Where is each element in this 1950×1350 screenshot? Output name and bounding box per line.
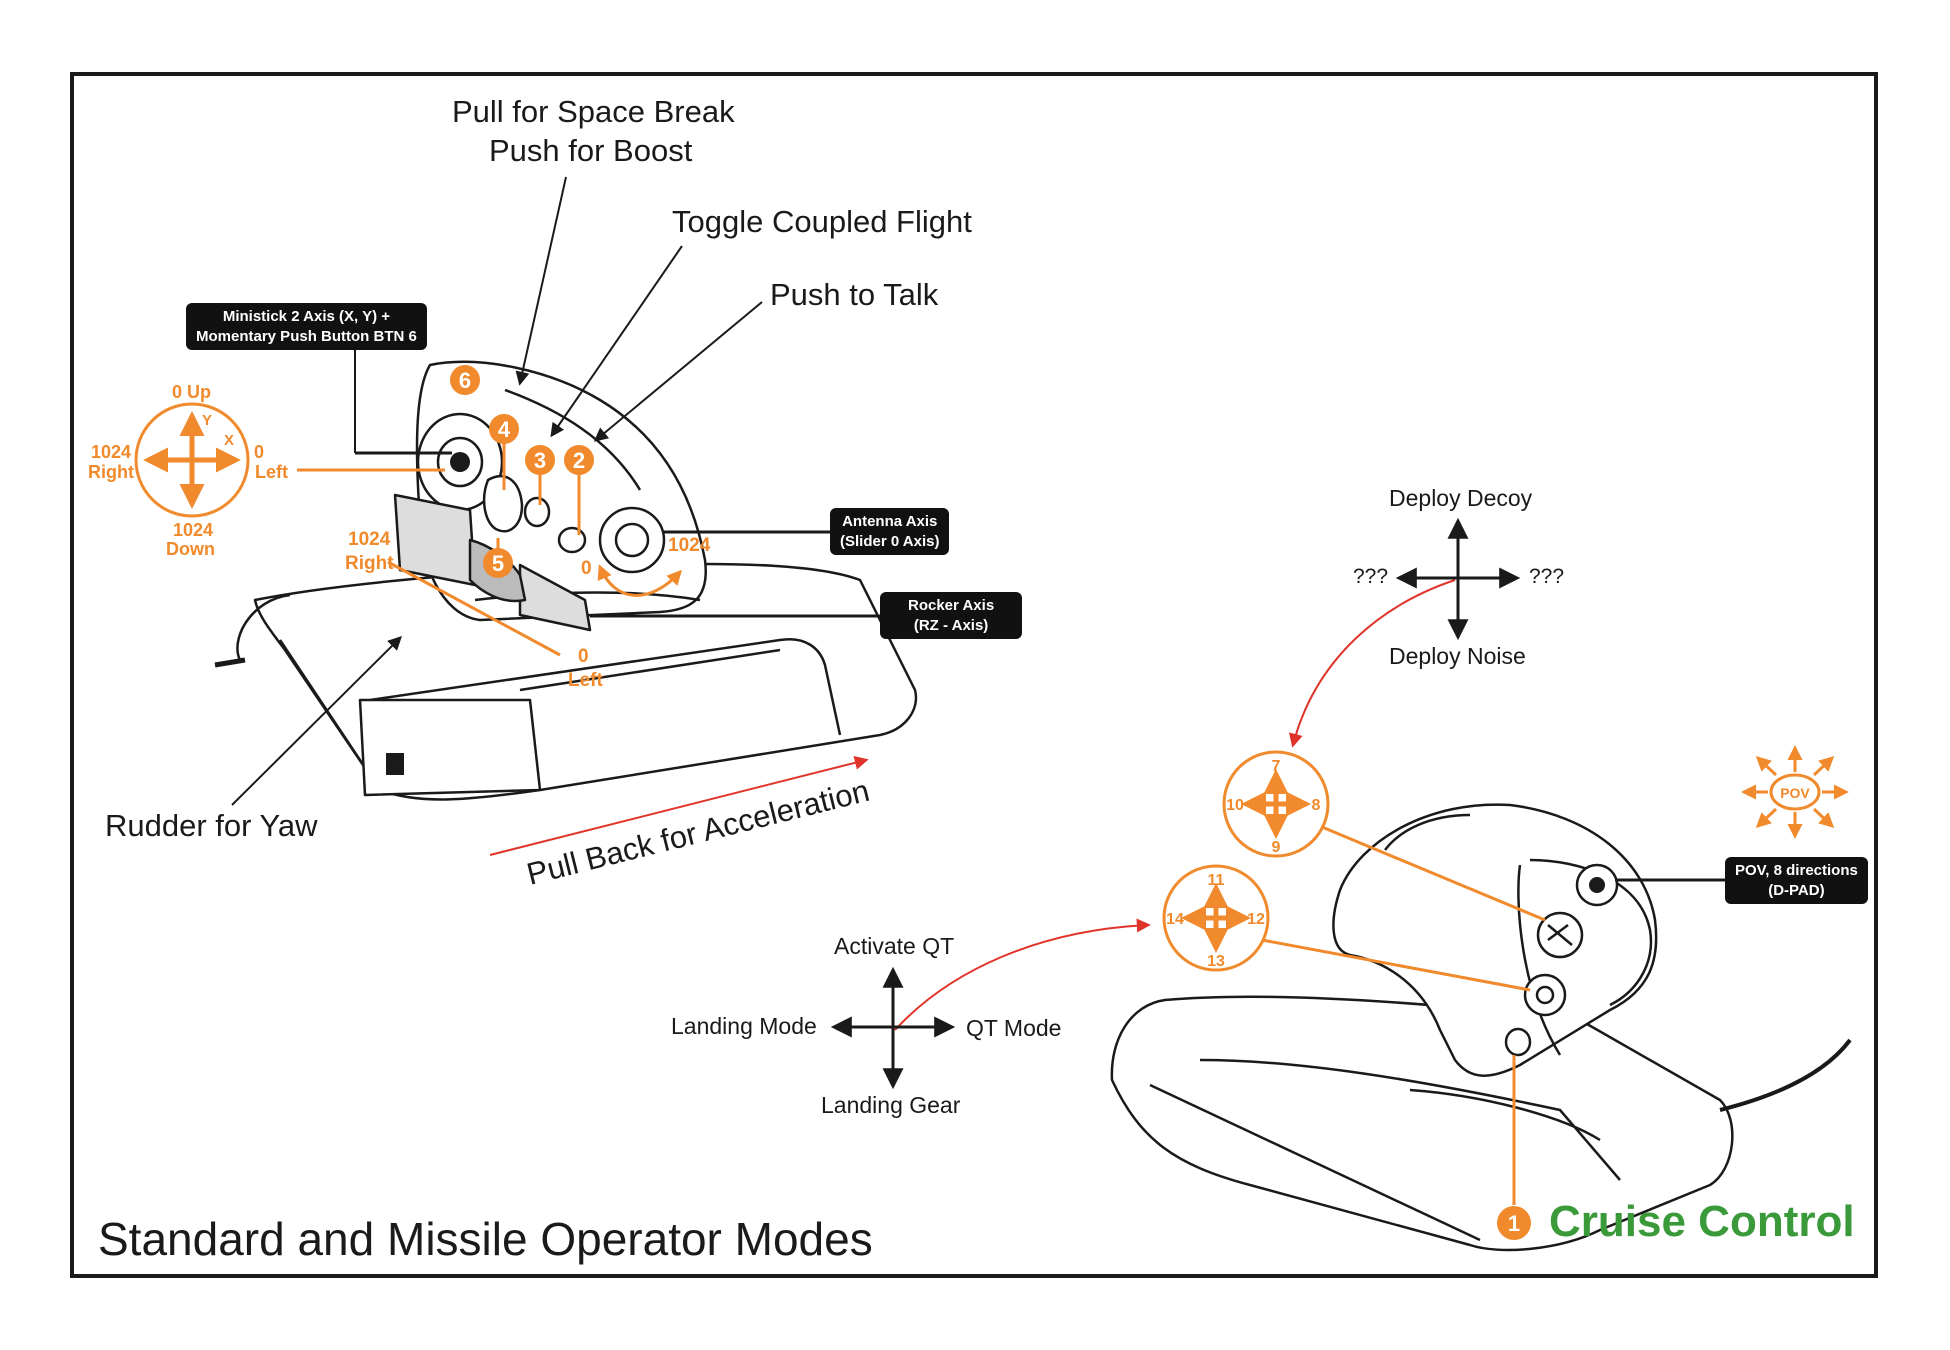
number-badges: 6 4 3 2 5 1 <box>450 365 1531 1240</box>
hat-diagram-lower <box>1162 864 1270 972</box>
ministick-down-label: Down <box>166 539 215 559</box>
hat-lower-right: 12 <box>1247 911 1265 928</box>
deploy-noise-label: Deploy Noise <box>1389 643 1526 669</box>
stick-drawing <box>1110 803 1852 1252</box>
badge-3-text: 3 <box>534 448 546 473</box>
deploy-left-label: ??? <box>1353 565 1389 588</box>
pov-tag-line-2: (D-PAD) <box>1768 881 1825 899</box>
deploy-cross <box>1395 517 1521 641</box>
badge-3 <box>525 445 555 475</box>
ministick-left-value: 0 <box>254 442 265 462</box>
pov-tag-line-1: POV, 8 directions <box>1735 862 1858 879</box>
ministick-right-value: 1024 <box>91 442 132 462</box>
ministick-right-label: Right <box>88 462 134 482</box>
rocker-right-value: 1024 <box>348 529 391 550</box>
cruise-control-label: Cruise Control <box>1549 1197 1855 1246</box>
push-to-talk-label: Push to Talk <box>770 277 939 312</box>
hat-upper-left: 10 <box>1226 797 1244 814</box>
hat-upper-top: 7 <box>1272 758 1281 775</box>
badge-2 <box>564 445 594 475</box>
hat-diagram-upper <box>1222 750 1330 858</box>
pov-icon <box>1741 745 1849 839</box>
leader-lines <box>231 176 1725 882</box>
rocker-right-label: Right <box>345 553 394 574</box>
orange-leaders <box>297 430 1546 1205</box>
ministick-tag-line-2: Momentary Push Button BTN 6 <box>196 327 417 345</box>
qt-mode-label: QT Mode <box>966 1015 1062 1041</box>
ministick-down-value: 1024 <box>173 520 214 540</box>
pull-back-label: Pull Back for Acceleration <box>523 773 873 892</box>
rudder-label: Rudder for Yaw <box>105 808 318 843</box>
deploy-right-label: ??? <box>1529 565 1565 588</box>
hat-upper-right: 8 <box>1312 797 1321 814</box>
rocker-left-label: Left <box>568 670 603 691</box>
coupled-flight-label: Toggle Coupled Flight <box>672 204 972 239</box>
antenna-tag-line-2: (Slider 0 Axis) <box>840 532 940 550</box>
antenna-min-value: 0 <box>581 558 592 579</box>
space-brake-label-2: Push for Boost <box>489 133 693 168</box>
rocker-tag-line-2: (RZ - Axis) <box>913 616 989 634</box>
ministick-left-label: Left <box>255 462 288 482</box>
ministick-y-label: Y <box>202 412 213 429</box>
pov-icon-label: POV <box>1780 785 1810 801</box>
antenna-tag: Antenna Axis (Slider 0 Axis) <box>830 508 950 555</box>
hat-lower-top: 11 <box>1208 872 1225 889</box>
badge-6-text: 6 <box>459 368 471 393</box>
badge-5 <box>483 548 513 578</box>
deploy-decoy-label: Deploy Decoy <box>1389 485 1533 511</box>
page-title: Standard and Missile Operator Modes <box>98 1213 873 1265</box>
hat-lower-left: 14 <box>1166 911 1184 928</box>
space-brake-label-1: Pull for Space Break <box>452 94 735 129</box>
hat-lower-bottom: 13 <box>1207 953 1225 970</box>
ministick-tag-line-1: Ministick 2 Axis (X, Y) + <box>222 308 390 325</box>
ministick-up-label: 0 Up <box>172 382 212 402</box>
badge-4 <box>489 414 519 444</box>
landing-gear-label: Landing Gear <box>821 1092 961 1118</box>
badge-1 <box>1497 1206 1531 1240</box>
badge-5-text: 5 <box>492 551 504 576</box>
antenna-max-value: 1024 <box>668 535 711 556</box>
ministick-axis-diagram <box>134 402 250 518</box>
ministick-tag: Ministick 2 Axis (X, Y) + Momentary Push… <box>186 303 427 350</box>
rocker-tag-line-1: Rocker Axis <box>908 597 995 614</box>
pov-tag: POV, 8 directions (D-PAD) <box>1725 857 1868 904</box>
badge-6 <box>450 365 480 395</box>
qt-cross <box>830 966 956 1090</box>
antenna-tag-line-1: Antenna Axis <box>842 513 938 530</box>
landing-mode-label: Landing Mode <box>671 1013 817 1039</box>
badge-4-text: 4 <box>498 417 511 442</box>
ministick-x-label: X <box>224 432 235 449</box>
throttle-drawing <box>214 360 918 801</box>
badge-2-text: 2 <box>573 448 585 473</box>
rocker-tag: Rocker Axis (RZ - Axis) <box>880 592 1023 639</box>
rocker-left-value: 0 <box>578 646 589 667</box>
diagram-frame <box>70 72 1878 1278</box>
activate-qt-label: Activate QT <box>834 933 955 959</box>
badge-1-text: 1 <box>1508 1211 1520 1236</box>
hat-upper-bottom: 9 <box>1272 839 1281 856</box>
red-arrows <box>489 579 1456 1031</box>
